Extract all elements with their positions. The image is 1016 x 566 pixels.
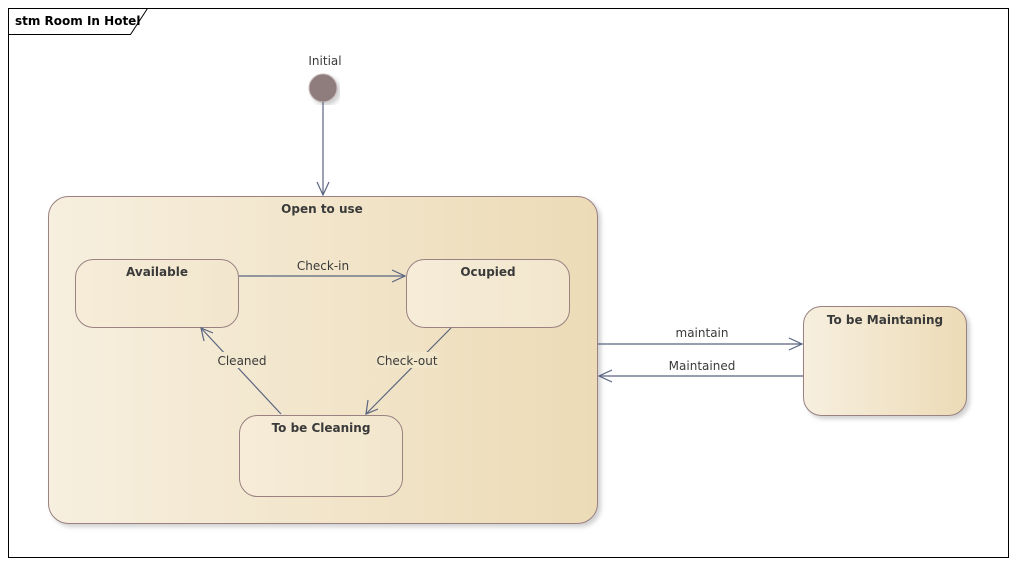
arrowhead xyxy=(391,269,407,283)
transition-cleaned-label: Cleaned xyxy=(217,354,266,368)
arrowhead xyxy=(788,337,804,351)
transition-check-out-label-group: Check-out xyxy=(376,352,438,368)
transition-check-in[interactable] xyxy=(239,269,407,283)
state-available-box[interactable] xyxy=(75,259,239,328)
state-occupied-box[interactable] xyxy=(406,259,570,328)
transition-initial-to-open[interactable] xyxy=(316,102,330,197)
state-maintaining[interactable]: To be Maintaning xyxy=(803,306,967,416)
state-maintaining-box[interactable] xyxy=(803,306,967,416)
initial-node-label: Initial xyxy=(308,54,341,68)
initial-pseudostate[interactable] xyxy=(308,73,338,103)
state-cleaning-name: To be Cleaning xyxy=(272,421,371,435)
label-background xyxy=(216,352,268,368)
transition-maintained-label: Maintained xyxy=(669,359,736,373)
state-open-to-use-name: Open to use xyxy=(281,202,363,216)
state-cleaning-box[interactable] xyxy=(239,415,403,497)
arrowhead xyxy=(316,181,330,197)
initial-node[interactable]: Initial xyxy=(308,54,342,103)
arrowhead xyxy=(200,326,214,342)
frame-title-tab xyxy=(8,8,148,35)
transition-maintain[interactable] xyxy=(598,337,804,351)
transition-maintained[interactable] xyxy=(597,369,803,383)
transition-maintain-label: maintain xyxy=(676,326,729,340)
arrowhead xyxy=(365,399,379,415)
state-cleaning[interactable]: To be Cleaning xyxy=(239,415,403,497)
transition-check-in-label: Check-in xyxy=(297,259,349,273)
transition-check-out-label: Check-out xyxy=(376,354,437,368)
transition-cleaned[interactable] xyxy=(200,326,282,415)
frame-title: stm Room In Hotel xyxy=(15,14,140,28)
state-maintaining-name: To be Maintaning xyxy=(827,313,943,327)
arrowhead xyxy=(597,369,613,383)
state-available-name: Available xyxy=(126,265,188,279)
transition-check-out[interactable] xyxy=(365,327,452,415)
transition-cleaned-label-group: Cleaned xyxy=(216,352,268,368)
state-occupied-name: Ocupied xyxy=(460,265,515,279)
label-background xyxy=(376,352,438,368)
state-available[interactable]: Available xyxy=(75,259,239,328)
state-occupied[interactable]: Ocupied xyxy=(406,259,570,328)
